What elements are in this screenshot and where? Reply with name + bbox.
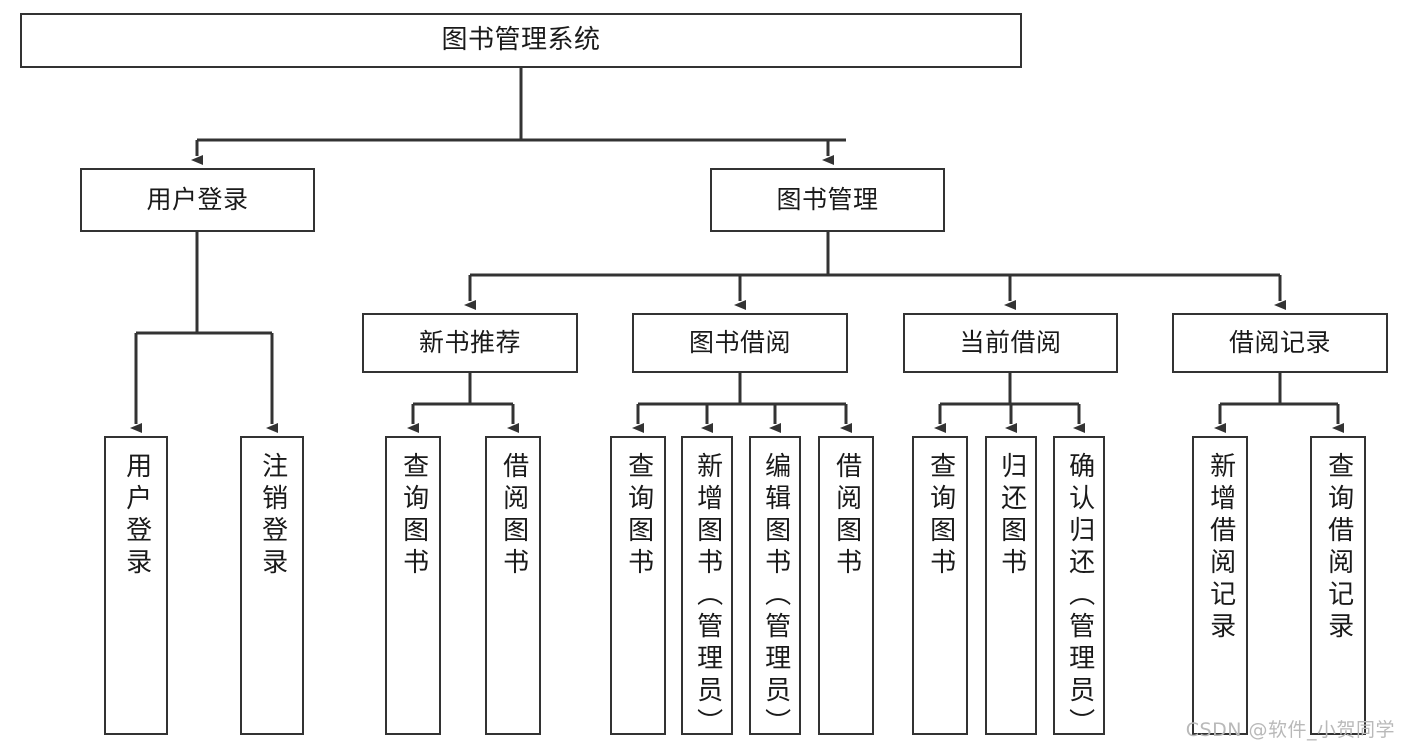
leaf-current-query-book[interactable]: 查询图书 bbox=[912, 436, 968, 735]
leaf-borrow-lend-book[interactable]: 借阅图书 bbox=[818, 436, 874, 735]
leaf-current-confirm-return-admin[interactable]: 确认归还（管理员） bbox=[1053, 436, 1105, 740]
node-label: 用户登录 bbox=[146, 184, 249, 214]
node-label: 注销登录 bbox=[257, 452, 288, 580]
node-label: 新书推荐 bbox=[418, 327, 521, 357]
node-label: 用户登录 bbox=[121, 452, 152, 580]
leaf-newbook-query-book[interactable]: 查询图书 bbox=[385, 436, 441, 735]
node-book-borrow[interactable]: 图书借阅 bbox=[632, 313, 848, 373]
leaf-user-logout[interactable]: 注销登录 bbox=[240, 436, 304, 735]
node-current-borrow[interactable]: 当前借阅 bbox=[903, 313, 1118, 373]
node-label: 查询图书 bbox=[925, 452, 956, 580]
node-label: 图书管理系统 bbox=[441, 24, 601, 55]
node-book-management[interactable]: 图书管理 bbox=[710, 168, 945, 232]
leaf-borrow-add-book-admin[interactable]: 新增图书（管理员） bbox=[681, 436, 733, 740]
leaf-record-add-borrow-record[interactable]: 新增借阅记录 bbox=[1192, 436, 1248, 735]
leaf-current-return-book[interactable]: 归还图书 bbox=[985, 436, 1037, 735]
node-label: 新增借阅记录 bbox=[1205, 452, 1236, 644]
node-label: 编辑图书（管理员） bbox=[760, 452, 791, 740]
leaf-user-login[interactable]: 用户登录 bbox=[104, 436, 168, 735]
node-label: 借阅图书 bbox=[831, 452, 862, 580]
node-label: 图书管理 bbox=[776, 184, 879, 214]
node-label: 借阅图书 bbox=[498, 452, 529, 580]
node-label: 确认归还（管理员） bbox=[1064, 452, 1095, 740]
node-new-book-recommend[interactable]: 新书推荐 bbox=[362, 313, 578, 373]
node-label: 归还图书 bbox=[996, 452, 1027, 580]
node-label: 当前借阅 bbox=[959, 327, 1062, 357]
node-label: 借阅记录 bbox=[1228, 327, 1331, 357]
node-label: 新增图书（管理员） bbox=[692, 452, 723, 740]
node-borrow-record[interactable]: 借阅记录 bbox=[1172, 313, 1388, 373]
leaf-record-query-borrow-record[interactable]: 查询借阅记录 bbox=[1310, 436, 1366, 735]
node-label: 查询图书 bbox=[398, 452, 429, 580]
leaf-borrow-query-book[interactable]: 查询图书 bbox=[610, 436, 666, 735]
leaf-newbook-borrow-book[interactable]: 借阅图书 bbox=[485, 436, 541, 735]
leaf-borrow-edit-book-admin[interactable]: 编辑图书（管理员） bbox=[749, 436, 801, 740]
node-label: 查询图书 bbox=[623, 452, 654, 580]
node-root-system[interactable]: 图书管理系统 bbox=[20, 13, 1022, 68]
node-label: 图书借阅 bbox=[688, 327, 791, 357]
node-label: 查询借阅记录 bbox=[1323, 452, 1354, 644]
csdn-watermark: CSDN @软件_小贺同学 bbox=[1185, 719, 1395, 741]
node-user-login[interactable]: 用户登录 bbox=[80, 168, 315, 232]
